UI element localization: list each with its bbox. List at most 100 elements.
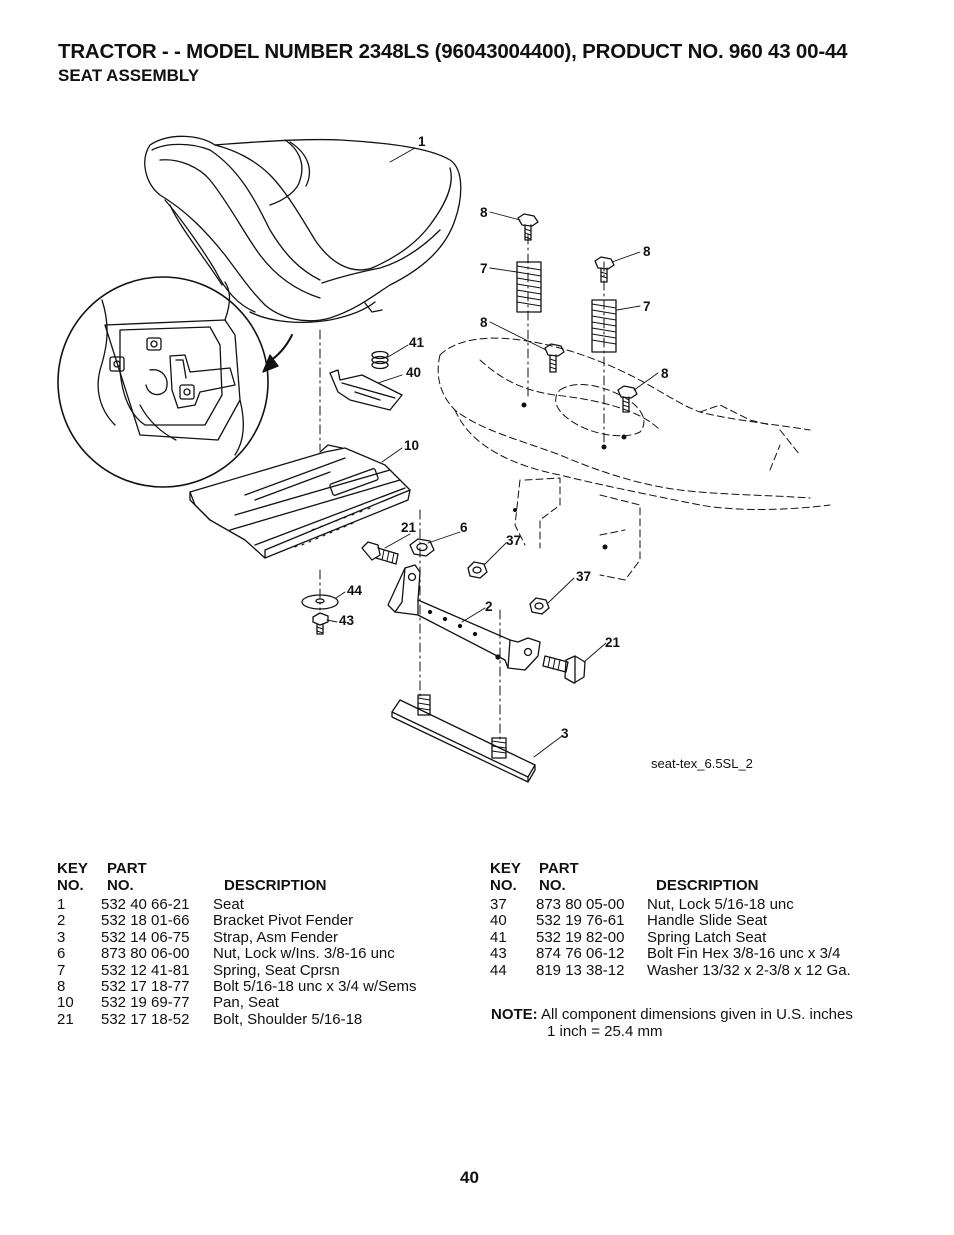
part-description: Bolt, Shoulder 5/16-18 [213,1010,363,1028]
parts-table-left: KEY NO. PART NO. DESCRIPTION 1 532 40 66-… [57,860,457,1028]
section-title: SEAT ASSEMBLY [58,66,200,85]
callout-37b: 37 [576,569,591,584]
bolt-part-8 [517,213,638,413]
part-number: 532 19 76-61 [536,912,625,930]
part-description: Handle Slide Seat [647,912,768,930]
key-number: 2 [57,912,66,930]
header-description: DESCRIPTION [656,877,759,894]
seat-assembly-diagram: 1 8 7 8 7 8 8 41 40 10 21 6 37 37 44 43 … [57,134,831,783]
part-number: 532 14 06-75 [101,928,190,946]
part-description: Nut, Lock 5/16-18 unc [647,896,794,913]
table-row: 21 532 17 18-52 Bolt, Shoulder 5/16-18 [57,1010,457,1028]
key-number: 37 [490,896,507,913]
part-number: 532 40 66-21 [101,896,190,913]
part-description: Washer 13/32 x 2-3/8 x 12 Ga. [647,961,851,979]
callout-2: 2 [485,599,493,614]
header-description: DESCRIPTION [224,877,327,894]
table-header: KEY NO. PART NO. DESCRIPTION [57,860,457,897]
callout-6: 6 [460,520,468,535]
part-number: 532 19 82-00 [536,928,625,946]
page-number: 40 [460,1168,479,1187]
part-description: Bracket Pivot Fender [213,912,354,930]
part-number: 532 17 18-77 [101,977,190,995]
callout-8c: 8 [480,315,488,330]
callout-21b: 21 [605,635,621,650]
callout-1: 1 [418,134,426,149]
strap-part [391,694,536,783]
table-row: 1 532 40 66-21 Seat [57,896,457,913]
key-number: 43 [490,945,507,963]
latch-detail-inset [57,276,293,488]
table-row: 43 874 76 06-12 Bolt Fin Hex 3/8-16 unc x … [490,945,930,963]
note-text: All component dimensions given in U.S. i… [541,1006,853,1023]
note-label: NOTE: [491,1006,538,1023]
header-key-2: NO. [57,877,84,894]
part-description: Nut, Lock w/Ins. 3/8-16 unc [213,945,395,963]
figure-reference: seat-tex_6.5SL_2 [651,756,753,771]
callout-43: 43 [339,613,355,628]
part-number: 532 19 69-77 [101,994,190,1012]
parts-rows-left: 1 532 40 66-21 Seat 2 532 18 01-66 Bracket Pi… [57,896,457,1028]
header-key-1: KEY [57,860,88,877]
part-description: Strap, Asm Fender [213,928,339,946]
callout-40: 40 [406,365,421,380]
seat-part [144,135,462,324]
key-number: 3 [57,928,66,946]
callout-8b: 8 [643,244,651,259]
note-conversion: 1 inch = 25.4 mm [547,1023,663,1040]
part-description: Spring Latch Seat [647,928,767,946]
page-title: TRACTOR - - MODEL NUMBER 2348LS (9604300… [58,40,848,63]
table-row: 8 532 17 18-77 Bolt 5/16-18 unc x 3/4 w/Se… [57,977,457,995]
callout-3: 3 [561,726,569,741]
part-description: Seat [213,896,244,913]
part-description: Bolt 5/16-18 unc x 3/4 w/Sems [213,977,417,995]
spring-part-7 [516,261,617,353]
part-number: 532 17 18-52 [101,1010,190,1028]
dimension-note: NOTE: All component dimensions given in … [491,1006,931,1040]
callout-7b: 7 [643,299,651,314]
key-number: 21 [57,1010,74,1028]
hardware-parts [361,538,586,684]
table-row: 44 819 13 38-12 Washer 13/32 x 2-3/8 x 12 … [490,961,930,979]
callout-leaders [326,147,659,758]
callout-37a: 37 [506,533,521,548]
header-part-1: PART [107,860,147,877]
bracket-part [387,564,541,671]
part-number: 819 13 38-12 [536,961,625,979]
alignment-lines [319,234,605,741]
header-part-2: NO. [539,877,566,894]
callout-8d: 8 [661,366,669,381]
part-number: 873 80 06-00 [101,945,190,963]
callout-44: 44 [347,583,363,598]
table-header: KEY NO. PART NO. DESCRIPTION [490,860,930,897]
key-number: 7 [57,961,66,979]
callout-7a: 7 [480,261,488,276]
callout-8a: 8 [480,205,488,220]
key-number: 44 [490,961,507,979]
header-part-2: NO. [107,877,134,894]
table-row: 7 532 12 41-81 Spring, Seat Cprsn [57,961,457,979]
callout-10: 10 [404,438,419,453]
key-number: 40 [490,912,507,930]
table-row: 40 532 19 76-61 Handle Slide Seat [490,912,930,930]
washer-and-bolt [301,594,339,635]
header-key-2: NO. [490,877,517,894]
part-description: Pan, Seat [213,994,279,1012]
part-description: Bolt Fin Hex 3/8-16 unc x 3/4 [647,945,841,963]
key-number: 8 [57,977,66,995]
header-key-1: KEY [490,860,521,877]
key-number: 1 [57,896,66,913]
latch-spring-and-handle [329,350,403,411]
table-row: 3 532 14 06-75 Strap, Asm Fender [57,928,457,946]
part-number: 874 76 06-12 [536,945,625,963]
part-number: 532 12 41-81 [101,961,190,979]
part-number: 532 18 01-66 [101,912,190,930]
table-row: 2 532 18 01-66 Bracket Pivot Fender [57,912,457,930]
part-description: Spring, Seat Cprsn [213,961,340,979]
callout-21a: 21 [401,520,417,535]
